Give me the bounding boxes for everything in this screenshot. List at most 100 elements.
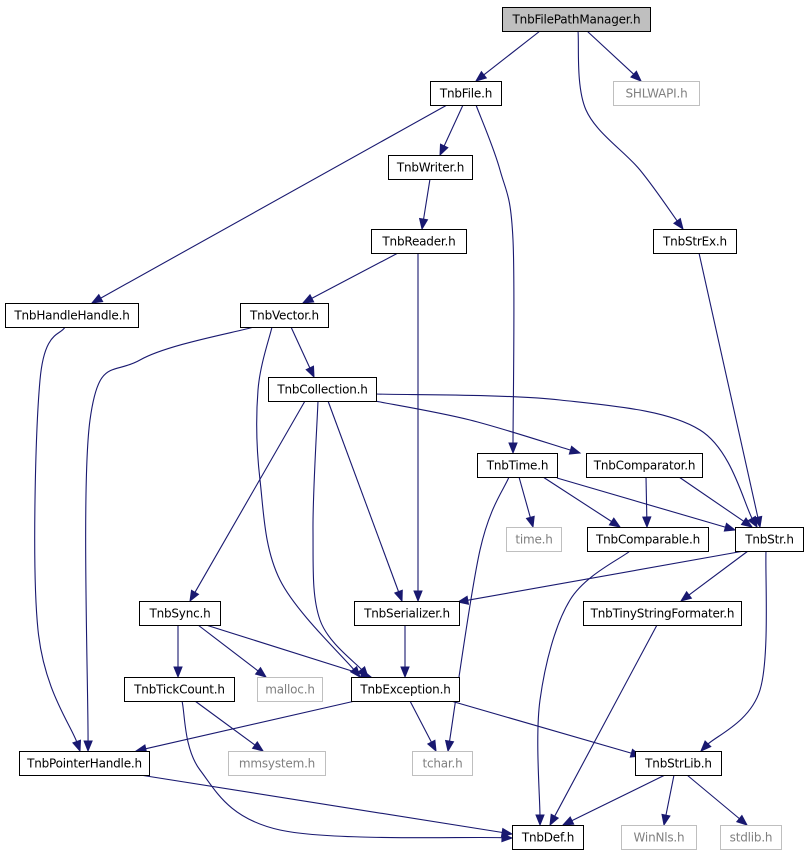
node-mmsystem-box bbox=[228, 751, 326, 776]
edge-strlib-to-winnls bbox=[661, 774, 675, 827]
node-tick[interactable]: TnbTickCount.h bbox=[124, 677, 235, 702]
node-reader-label: TnbReader.h bbox=[381, 235, 455, 249]
node-comparator[interactable]: TnbComparator.h bbox=[586, 453, 703, 478]
node-exception[interactable]: TnbException.h bbox=[351, 677, 460, 702]
edge-tiny-to-def bbox=[549, 624, 658, 827]
node-winnls-label: WinNls.h bbox=[634, 831, 685, 845]
node-malloc-box bbox=[257, 677, 323, 702]
node-pointer-box bbox=[19, 751, 150, 776]
node-tchar-box bbox=[412, 751, 473, 776]
edge-handle-to-pointer bbox=[34, 326, 82, 753]
node-shlwapi: SHLWAPI.h bbox=[613, 81, 700, 106]
node-winnls: WinNls.h bbox=[621, 825, 697, 850]
node-reader[interactable]: TnbReader.h bbox=[371, 229, 467, 254]
node-collection[interactable]: TnbCollection.h bbox=[268, 377, 377, 402]
edge-file-to-time bbox=[475, 104, 518, 455]
node-tick-box bbox=[124, 677, 235, 702]
node-strlib-box bbox=[635, 751, 722, 776]
edge-root-to-strex bbox=[577, 30, 684, 231]
edge-exception-to-tchar bbox=[409, 700, 437, 753]
node-collection-box bbox=[268, 377, 377, 402]
edge-exception-to-pointer bbox=[134, 700, 356, 754]
node-sync-box bbox=[139, 601, 221, 626]
edge-reader-to-vector bbox=[301, 252, 399, 304]
node-tchar-label: tchar.h bbox=[422, 757, 462, 771]
node-root[interactable]: TnbFilePathManager.h bbox=[502, 7, 651, 32]
node-pointer-label: TnbPointerHandle.h bbox=[26, 757, 142, 771]
node-file[interactable]: TnbFile.h bbox=[430, 81, 502, 106]
edge-str-to-tiny bbox=[679, 550, 749, 602]
node-handle-label: TnbHandleHandle.h bbox=[13, 309, 129, 323]
edge-writer-to-reader bbox=[418, 178, 431, 231]
edge-pointer-to-def bbox=[139, 774, 514, 838]
node-strex[interactable]: TnbStrEx.h bbox=[653, 229, 737, 254]
edge-root-to-file bbox=[474, 30, 541, 82]
node-str[interactable]: TnbStr.h bbox=[735, 527, 804, 552]
edge-collection-to-sync bbox=[189, 400, 306, 603]
edge-collection-to-str bbox=[375, 393, 758, 529]
edge-exception-to-strlib bbox=[450, 700, 643, 758]
node-shlwapi-label: SHLWAPI.h bbox=[625, 87, 687, 101]
node-comparable[interactable]: TnbComparable.h bbox=[587, 527, 709, 552]
node-tiny[interactable]: TnbTinyStringFormater.h bbox=[583, 601, 742, 626]
node-sync-label: TnbSync.h bbox=[148, 607, 210, 621]
edge-root-to-shlwapi bbox=[586, 30, 642, 82]
edge-vector-to-pointer bbox=[83, 326, 255, 753]
node-timeh-box bbox=[506, 527, 562, 552]
node-def[interactable]: TnbDef.h bbox=[512, 825, 584, 850]
edge-str-to-serializer bbox=[456, 550, 745, 605]
edge-file-to-handle bbox=[90, 104, 448, 304]
edge-sync-to-tick bbox=[173, 625, 183, 679]
node-tiny-box bbox=[583, 601, 742, 626]
edge-collection-to-serializer bbox=[327, 400, 403, 603]
node-winnls-box bbox=[621, 825, 697, 850]
node-vector[interactable]: TnbVector.h bbox=[240, 303, 329, 328]
node-exception-label: TnbException.h bbox=[359, 683, 450, 697]
node-malloc-label: malloc.h bbox=[265, 683, 314, 697]
node-str-label: TnbStr.h bbox=[744, 533, 794, 547]
node-strex-label: TnbStrEx.h bbox=[662, 235, 727, 249]
edge-serializer-to-exception bbox=[400, 625, 410, 679]
node-serializer[interactable]: TnbSerializer.h bbox=[354, 601, 460, 626]
node-tick-label: TnbTickCount.h bbox=[133, 683, 225, 697]
node-comparable-box bbox=[587, 527, 709, 552]
edge-comparator-to-str bbox=[678, 476, 754, 528]
node-vector-label: TnbVector.h bbox=[249, 309, 319, 323]
edge-sync-to-malloc bbox=[197, 624, 268, 678]
node-serializer-label: TnbSerializer.h bbox=[363, 607, 450, 621]
node-def-box bbox=[512, 825, 584, 850]
node-tiny-label: TnbTinyStringFormater.h bbox=[590, 607, 735, 621]
edge-comparator-to-comparable bbox=[642, 476, 652, 529]
node-file-label: TnbFile.h bbox=[439, 87, 492, 101]
node-root-box bbox=[502, 7, 651, 32]
node-sync[interactable]: TnbSync.h bbox=[139, 601, 221, 626]
edge-strlib-to-stdlib bbox=[686, 774, 749, 826]
node-time[interactable]: TnbTime.h bbox=[477, 453, 558, 478]
node-def-label: TnbDef.h bbox=[521, 831, 574, 845]
node-timeh-label: time.h bbox=[515, 533, 552, 547]
node-file-box bbox=[430, 81, 502, 106]
node-time-label: TnbTime.h bbox=[486, 459, 549, 473]
node-mmsystem: mmsystem.h bbox=[228, 751, 326, 776]
node-exception-box bbox=[351, 677, 460, 702]
edge-collection-to-exception bbox=[312, 400, 369, 679]
node-serializer-box bbox=[354, 601, 460, 626]
node-writer-box bbox=[388, 155, 473, 180]
edge-time-to-comparable bbox=[542, 476, 622, 528]
node-strlib[interactable]: TnbStrLib.h bbox=[635, 751, 722, 776]
node-vector-box bbox=[240, 303, 329, 328]
edge-time-to-str bbox=[556, 477, 737, 532]
node-writer[interactable]: TnbWriter.h bbox=[388, 155, 473, 180]
node-handle[interactable]: TnbHandleHandle.h bbox=[5, 303, 139, 328]
node-strex-box bbox=[653, 229, 737, 254]
node-pointer[interactable]: TnbPointerHandle.h bbox=[19, 751, 150, 776]
node-handle-box bbox=[5, 303, 139, 328]
node-stdlib-box bbox=[720, 825, 782, 850]
node-stdlib: stdlib.h bbox=[720, 825, 782, 850]
node-time-box bbox=[477, 453, 558, 478]
edge-sync-to-exception bbox=[205, 624, 373, 679]
edge-vector-to-collection bbox=[290, 326, 315, 379]
